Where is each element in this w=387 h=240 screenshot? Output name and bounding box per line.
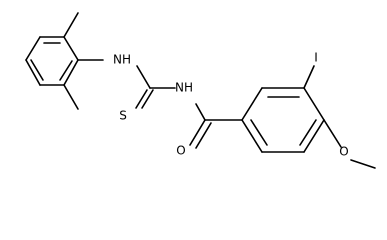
aromatic-inner-bond [250, 119, 268, 146]
upper-methyl-bond [63, 12, 79, 38]
methoxy-iodobenzoyl [189, 65, 376, 169]
ring-bond [63, 59, 79, 86]
nh-carbonyl-bond [195, 103, 206, 121]
dimethylphenyl-ring [25, 12, 79, 110]
ring-bond [241, 87, 263, 121]
ring-bond [303, 87, 325, 121]
thiocarbonyl-double-bond-2 [141, 89, 154, 109]
thiourea-linker [77, 59, 176, 109]
ring-bond [25, 59, 41, 86]
structure-canvas: NH NH S O I O [25, 12, 376, 169]
ring-bond [303, 119, 325, 153]
aromatic-inner-bond [59, 60, 73, 81]
aromatic-inner-bond [299, 119, 317, 146]
sulfur-label: S [119, 109, 127, 123]
aryl-iodine-bond [303, 65, 315, 89]
carbonyl-oxygen-label: O [176, 144, 185, 158]
lower-methyl-bond [63, 84, 79, 110]
iodine-label: I [314, 51, 318, 65]
carbonyl-double-bond-inner [195, 122, 212, 149]
ring-bond [241, 119, 263, 153]
aryl-oxygen-bond [323, 119, 342, 148]
ring-bond [63, 36, 79, 61]
aromatic-inner-bond [30, 59, 44, 81]
thiocarbonyl-double-bond-1 [135, 89, 148, 109]
right-nh-label: NH [175, 81, 193, 95]
nh-thiocarbonyl-bond [136, 65, 151, 89]
ring-bond [25, 36, 41, 61]
methoxy-oxygen-label: O [339, 145, 348, 159]
chemical-structure-diagram: NH NH S O I O [25, 12, 376, 169]
left-nh-label: NH [113, 53, 131, 67]
carbonyl-double-bond-outer [189, 119, 206, 146]
methoxy-methyl-bond [350, 159, 376, 169]
